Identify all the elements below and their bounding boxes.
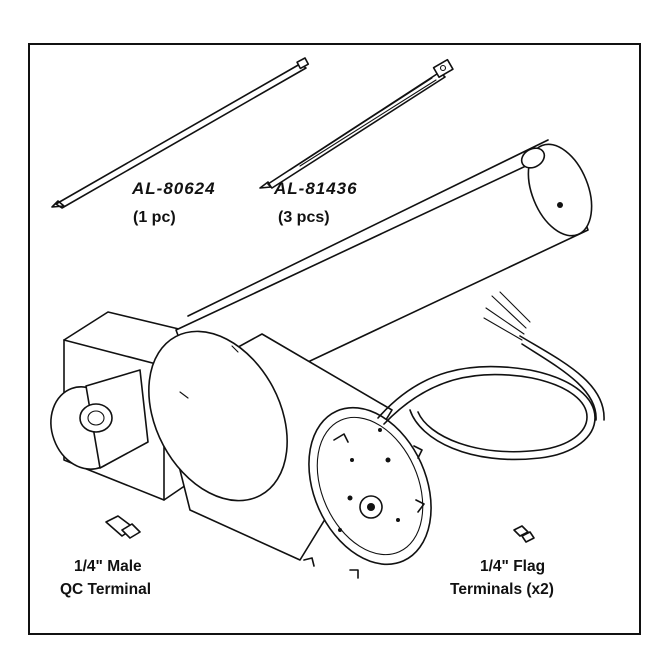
male-terminal-label-line1: 1/4" Male [74,558,142,575]
flag-terminal-label-line1: 1/4" Flag [480,558,545,575]
tie-small-quantity: (1 pc) [133,209,176,226]
lead-wires [377,291,605,461]
flag-terminal-icon [513,525,535,543]
linear-actuator [50,139,593,579]
tie-large-quantity: (3 pcs) [278,209,330,226]
flag-terminal-label-line2: Terminals (x2) [450,581,554,598]
cable-tie-small [51,57,310,209]
tie-small-part-number: AL-80624 [131,179,216,198]
cable-tie-large [259,58,454,189]
diagram-frame [28,43,641,635]
male-qc-terminal-icon [105,515,141,539]
tie-large-part-number: AL-81436 [273,179,358,198]
male-terminal-label-line2: QC Terminal [60,581,151,598]
